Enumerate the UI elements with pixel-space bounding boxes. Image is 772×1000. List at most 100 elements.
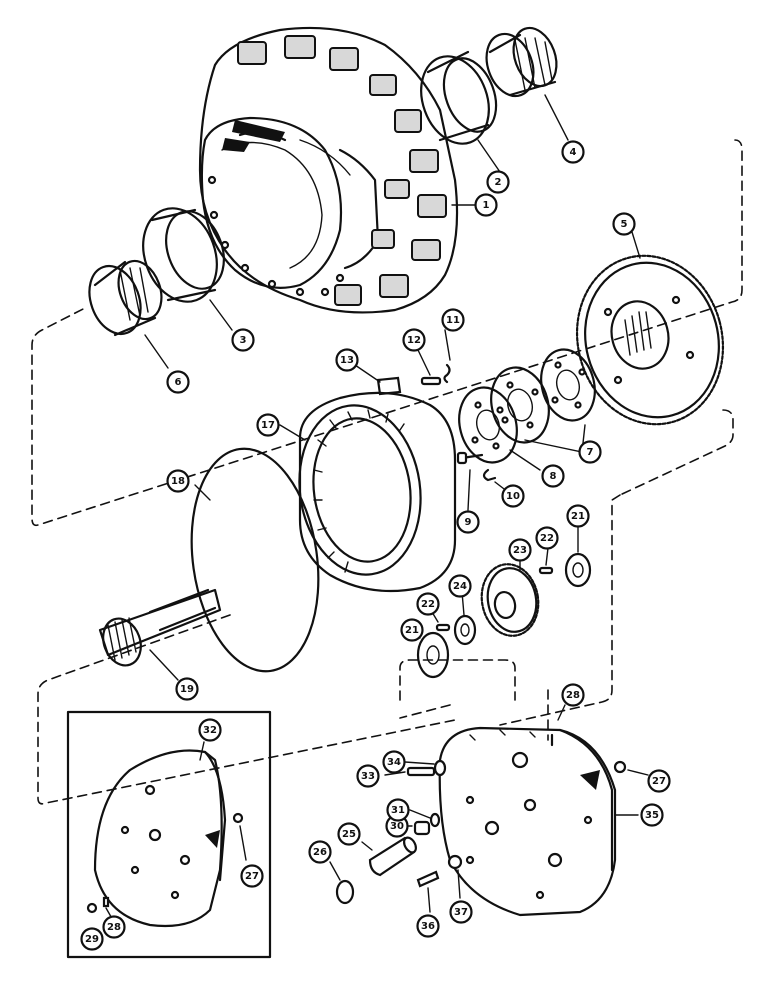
callout-13: 13 (335, 348, 359, 372)
planet-pin-25 (361, 836, 417, 877)
callout-number: 17 (261, 420, 275, 431)
callout-circle (356, 764, 380, 788)
callout-11: 11 (441, 308, 465, 332)
callout-circle (449, 900, 473, 924)
callout-28: 28 (561, 683, 585, 707)
callout-6: 6 (166, 370, 190, 394)
callout-circle (198, 718, 222, 742)
callout-labels: 1234567891011121317181921212222232425262… (80, 140, 671, 951)
inset-alternate-cover (66, 710, 272, 959)
seal-31 (409, 809, 441, 828)
callout-10: 10 (501, 484, 525, 508)
callout-number: 27 (245, 871, 259, 882)
wire-11 (443, 329, 451, 384)
callout-circle (456, 510, 480, 534)
callout-number: 37 (454, 907, 468, 918)
callout-25: 25 (337, 822, 361, 846)
callout-18: 18 (166, 469, 190, 493)
callout-circle (382, 750, 406, 774)
callout-19: 19 (175, 677, 199, 701)
bolt-9 (456, 451, 484, 511)
tapered-bearing-6 (88, 259, 169, 369)
callout-circle (647, 769, 671, 793)
callout-circle (166, 469, 190, 493)
callout-21: 21 (566, 504, 590, 528)
flange-holes (207, 175, 345, 297)
bolt-33 (384, 766, 436, 777)
callout-number: 23 (513, 545, 527, 556)
callout-3: 3 (231, 328, 255, 352)
callout-number: 12 (407, 335, 421, 346)
callout-2: 2 (486, 170, 510, 194)
thrust-plate-8 (458, 386, 541, 471)
callout-circle (416, 592, 440, 616)
callout-1: 1 (474, 193, 498, 217)
callout-circle (535, 526, 559, 550)
callout-number: 28 (566, 690, 580, 701)
planet-carrier-plates-7 (490, 348, 596, 453)
callout-number: 1 (483, 200, 490, 211)
callout-7: 7 (578, 440, 602, 464)
callout-21: 21 (400, 618, 424, 642)
callout-circle (256, 413, 280, 437)
callout-22: 22 (535, 526, 559, 550)
callout-34: 34 (382, 750, 406, 774)
o-ring-18 (190, 447, 320, 673)
callout-circle (337, 822, 361, 846)
callout-number: 36 (421, 921, 435, 932)
needle-22-lower (431, 611, 451, 632)
callout-number: 31 (391, 805, 405, 816)
plug-27 (613, 760, 649, 776)
tapered-bearing-4 (485, 26, 569, 141)
callout-number: 24 (453, 581, 467, 592)
bearing-cup-2 (420, 50, 501, 173)
callout-number: 18 (171, 476, 185, 487)
callout-circle (640, 803, 664, 827)
callout-circle (566, 504, 590, 528)
callout-number: 2 (495, 177, 502, 188)
callout-28: 28 (102, 915, 126, 939)
callout-number: 21 (405, 625, 419, 636)
callout-number: 9 (465, 517, 472, 528)
callout-circle (541, 464, 565, 488)
callout-circle (240, 864, 264, 888)
callout-number: 25 (342, 829, 356, 840)
dowel-28 (550, 704, 566, 747)
callout-4: 4 (561, 140, 585, 164)
callout-number: 21 (571, 511, 585, 522)
callout-circle (400, 618, 424, 642)
callout-number: 35 (645, 810, 659, 821)
callout-number: 33 (361, 771, 375, 782)
callout-number: 3 (240, 335, 247, 346)
callout-number: 7 (587, 447, 594, 458)
callout-5: 5 (612, 212, 636, 236)
callout-33: 33 (356, 764, 380, 788)
roll-pin-36 (416, 870, 440, 913)
callout-number: 11 (446, 315, 460, 326)
callout-number: 6 (175, 377, 182, 388)
callout-circle (80, 927, 104, 951)
bearing-24 (453, 591, 477, 646)
thrust-washer-21-upper (564, 524, 592, 588)
callout-number: 13 (340, 355, 354, 366)
callout-circle (416, 914, 440, 938)
callout-circle (441, 308, 465, 332)
callout-36: 36 (416, 914, 440, 938)
callout-29: 29 (80, 927, 104, 951)
callout-26: 26 (308, 840, 332, 864)
callout-circle (561, 683, 585, 707)
callout-number: 22 (540, 533, 554, 544)
needle-22-upper (538, 547, 554, 575)
callout-circle (231, 328, 255, 352)
callout-32: 32 (198, 718, 222, 742)
callout-number: 8 (550, 471, 557, 482)
hub-housing (198, 26, 477, 314)
callout-number: 26 (313, 847, 327, 858)
callout-number: 4 (570, 147, 577, 158)
planet-gear-23 (480, 559, 540, 637)
callout-circle (166, 370, 190, 394)
nut-37 (447, 854, 463, 899)
callout-circle (561, 140, 585, 164)
callout-23: 23 (508, 538, 532, 562)
